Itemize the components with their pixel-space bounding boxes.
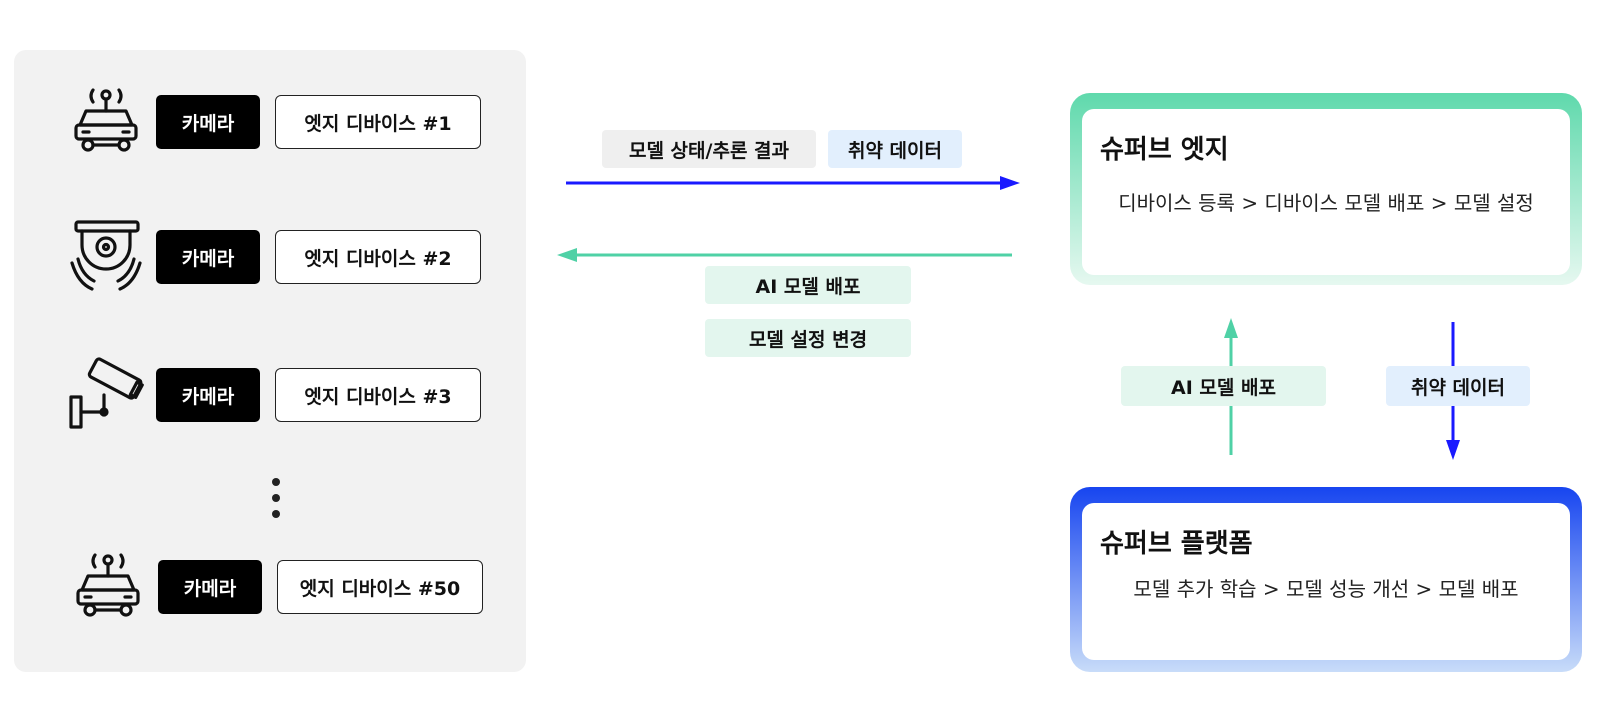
edge-device-box[interactable]: 엣지 디바이스 #3 — [275, 368, 481, 422]
vehicle-robot-icon — [76, 553, 140, 617]
superb-platform-card: 슈퍼브 플랫폼 모델 추가 학습 > 모델 성능 개선 > 모델 배포 — [1070, 487, 1582, 672]
device-row: 카메라 엣지 디바이스 #50 — [14, 553, 526, 617]
label-vulnerable-data-vertical: 취약 데이터 — [1386, 366, 1530, 406]
edge-device-panel: 카메라 엣지 디바이스 #1 카메라 엣지 디바이스 #2 카메라 엣지 디바이… — [14, 50, 526, 672]
device-row: 카메라 엣지 디바이스 #2 — [14, 220, 526, 291]
superb-edge-title: 슈퍼브 엣지 — [1100, 135, 1229, 165]
camera-badge: 카메라 — [156, 230, 260, 284]
arrow-up-head — [1224, 318, 1238, 338]
arrow-down-head — [1446, 440, 1460, 460]
camera-badge: 카메라 — [156, 368, 260, 422]
superb-edge-card: 슈퍼브 엣지 디바이스 등록 > 디바이스 모델 배포 > 모델 설정 — [1070, 93, 1582, 285]
superb-platform-card-body: 슈퍼브 플랫폼 모델 추가 학습 > 모델 성능 개선 > 모델 배포 — [1082, 503, 1570, 660]
vehicle-robot-icon — [74, 88, 138, 152]
superb-edge-description: 디바이스 등록 > 디바이스 모델 배포 > 모델 설정 — [1118, 191, 1534, 215]
dome-camera-icon — [70, 220, 142, 291]
label-model-config-change: 모델 설정 변경 — [705, 319, 911, 357]
edge-device-box[interactable]: 엣지 디바이스 #1 — [275, 95, 481, 149]
edge-device-box[interactable]: 엣지 디바이스 #2 — [275, 230, 481, 284]
superb-edge-card-body: 슈퍼브 엣지 디바이스 등록 > 디바이스 모델 배포 > 모델 설정 — [1082, 109, 1570, 275]
superb-platform-title: 슈퍼브 플랫폼 — [1100, 529, 1253, 559]
device-row: 카메라 엣지 디바이스 #1 — [14, 88, 526, 152]
camera-badge: 카메라 — [158, 560, 262, 614]
device-row: 카메라 엣지 디바이스 #3 — [14, 357, 526, 429]
camera-badge: 카메라 — [156, 95, 260, 149]
more-devices-ellipsis — [272, 478, 280, 524]
label-ai-model-deploy: AI 모델 배포 — [705, 266, 911, 304]
arrow-to-devices-head — [557, 248, 577, 262]
label-ai-model-deploy-vertical: AI 모델 배포 — [1121, 366, 1326, 406]
label-model-status: 모델 상태/추론 결과 — [602, 130, 816, 168]
edge-device-box[interactable]: 엣지 디바이스 #50 — [277, 560, 483, 614]
superb-platform-description: 모델 추가 학습 > 모델 성능 개선 > 모델 배포 — [1133, 577, 1519, 601]
label-vulnerable-data: 취약 데이터 — [828, 130, 962, 168]
arrow-to-edge-head — [1000, 176, 1020, 190]
cctv-camera-icon — [69, 357, 144, 429]
